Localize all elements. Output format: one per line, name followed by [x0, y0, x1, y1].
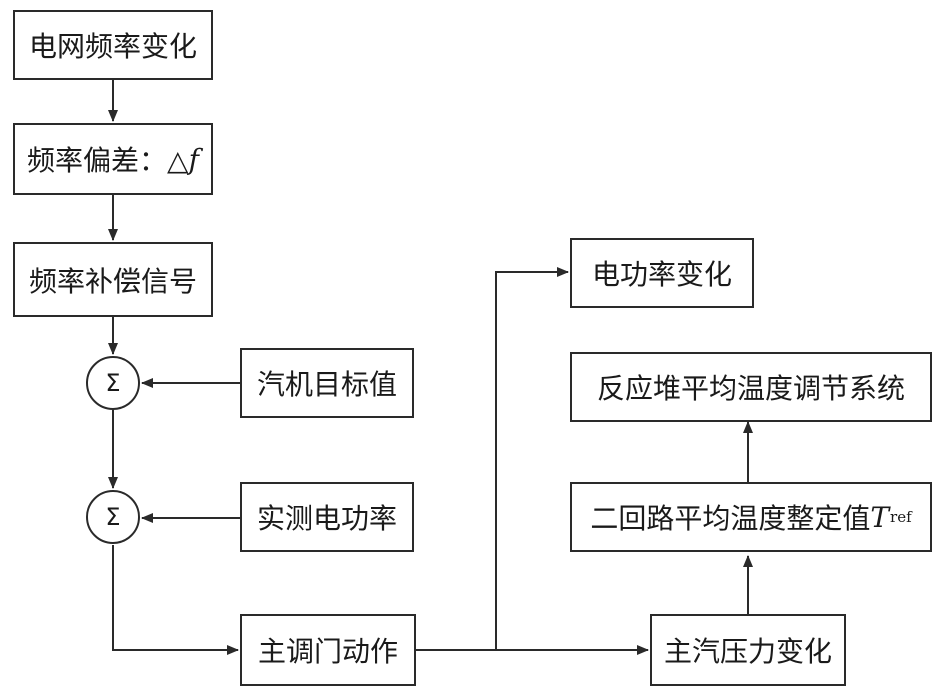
block-electric-power-change: 电功率变化 [570, 238, 754, 308]
deviation-label: 频率偏差：△ [27, 144, 189, 177]
arrow-valve-to-elec-power [495, 267, 569, 650]
block-turbine-target: 汽机目标值 [240, 348, 414, 418]
summing-junction-1: Σ [86, 356, 140, 410]
block-frequency-deviation: 频率偏差：△f [13, 123, 213, 195]
block-grid-frequency-change: 电网频率变化 [13, 10, 213, 80]
block-reactor-temperature-control: 反应堆平均温度调节系统 [570, 352, 932, 422]
summing-junction-2: Σ [86, 490, 140, 544]
block-measured-power: 实测电功率 [240, 482, 414, 552]
setpoint-label: 二回路平均温度整定值 [590, 502, 871, 535]
block-main-valve-action: 主调门动作 [240, 614, 416, 686]
deviation-symbol: f [188, 142, 199, 176]
setpoint-subscript: ref [890, 508, 912, 526]
block-main-steam-pressure-change: 主汽压力变化 [650, 614, 846, 686]
arrow-sum2-to-valve [112, 545, 239, 655]
setpoint-symbol: T [870, 500, 890, 534]
block-frequency-compensation-signal: 频率补偿信号 [13, 242, 213, 317]
